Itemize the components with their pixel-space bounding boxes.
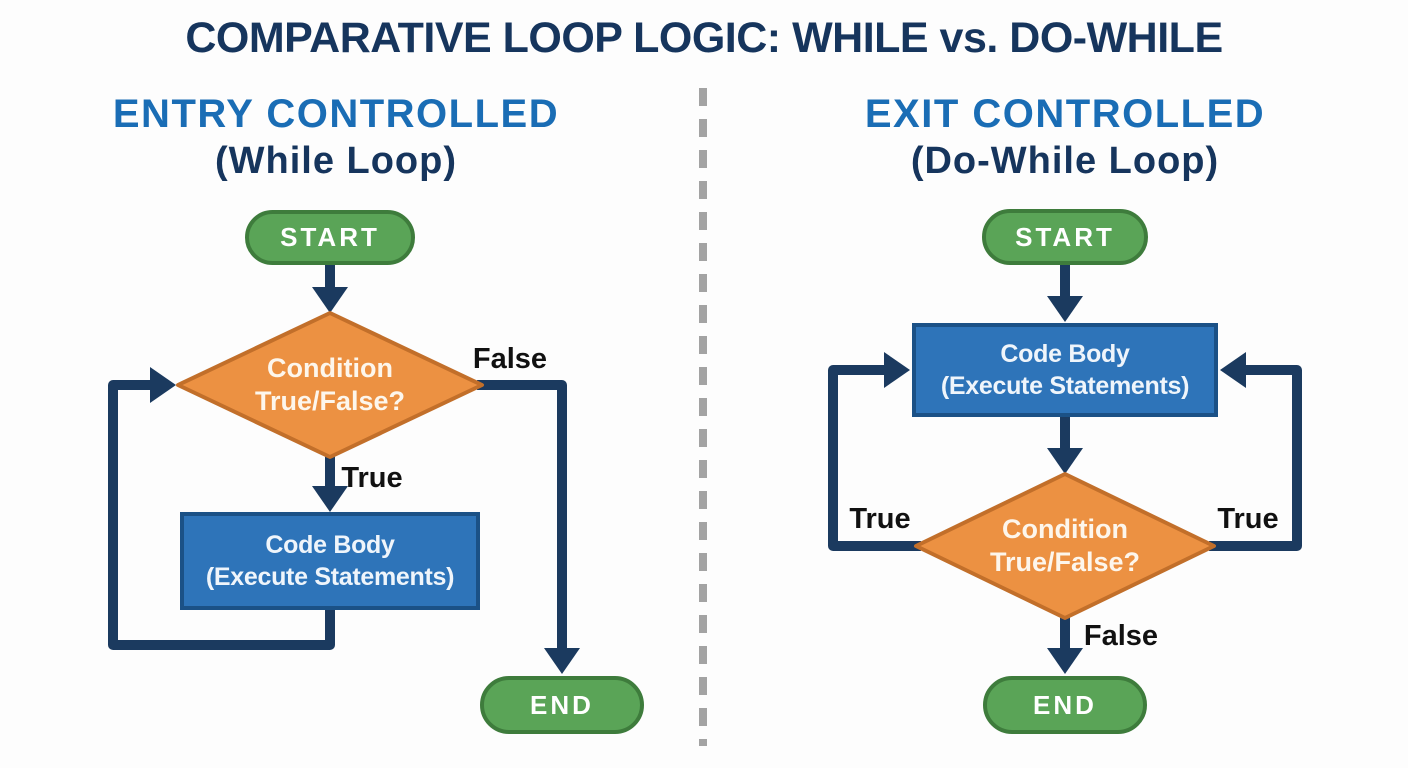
right-panel-subheading: (Do-While Loop) bbox=[910, 140, 1220, 182]
right-false-label: False bbox=[1083, 620, 1159, 652]
right-end-node: END bbox=[983, 676, 1147, 734]
left-start-node: START bbox=[245, 210, 415, 265]
right-edge-true-loop-right bbox=[1209, 365, 1302, 551]
right-panel-heading: EXIT CONTROLLED bbox=[864, 92, 1266, 136]
left-false-label: False bbox=[472, 343, 548, 375]
right-code-body-node: Code Body (Execute Statements) bbox=[912, 323, 1218, 417]
right-start-node: START bbox=[982, 209, 1148, 265]
right-condition-line2: True/False? bbox=[989, 547, 1141, 577]
left-true-label: True bbox=[341, 462, 403, 494]
left-edge-false-branch bbox=[477, 380, 567, 655]
right-true-right-label: True bbox=[1217, 503, 1279, 535]
right-true-left-label: True bbox=[849, 503, 911, 535]
left-condition-text: Condition True/False? bbox=[210, 352, 450, 418]
left-condition-line2: True/False? bbox=[254, 386, 406, 416]
right-condition-line1: Condition bbox=[1002, 514, 1128, 544]
left-arrowhead-into-body bbox=[312, 486, 348, 512]
left-condition-line1: Condition bbox=[267, 353, 393, 383]
left-arrowhead-into-end bbox=[544, 648, 580, 674]
right-code-body-line1: Code Body bbox=[1000, 340, 1130, 368]
right-edge-true-loop-left bbox=[828, 365, 921, 551]
page-title: COMPARATIVE LOOP LOGIC: WHILE vs. DO-WHI… bbox=[185, 14, 1223, 62]
left-arrowhead-into-condition bbox=[150, 367, 176, 403]
left-code-body-line1: Code Body bbox=[265, 531, 395, 559]
left-end-node: END bbox=[480, 676, 644, 734]
left-panel-subheading: (While Loop) bbox=[214, 140, 458, 182]
right-arrowhead-into-condition bbox=[1047, 448, 1083, 474]
right-arrowhead-into-end bbox=[1047, 648, 1083, 674]
left-code-body-node: Code Body (Execute Statements) bbox=[180, 512, 480, 610]
left-code-body-line2: (Execute Statements) bbox=[205, 563, 455, 591]
right-arrowhead-into-body-left bbox=[884, 352, 910, 388]
right-code-body-line2: (Execute Statements) bbox=[940, 372, 1190, 400]
right-arrowhead-into-body-top bbox=[1047, 296, 1083, 322]
right-condition-diamond-shape bbox=[914, 472, 1216, 620]
left-edge-loop-back bbox=[108, 380, 335, 650]
right-condition-text: Condition True/False? bbox=[945, 513, 1185, 579]
right-arrowhead-into-body-right bbox=[1220, 352, 1246, 388]
left-condition-diamond-shape bbox=[176, 311, 484, 459]
left-panel-heading: ENTRY CONTROLLED bbox=[112, 92, 560, 136]
left-arrowhead-start-to-condition bbox=[312, 287, 348, 313]
